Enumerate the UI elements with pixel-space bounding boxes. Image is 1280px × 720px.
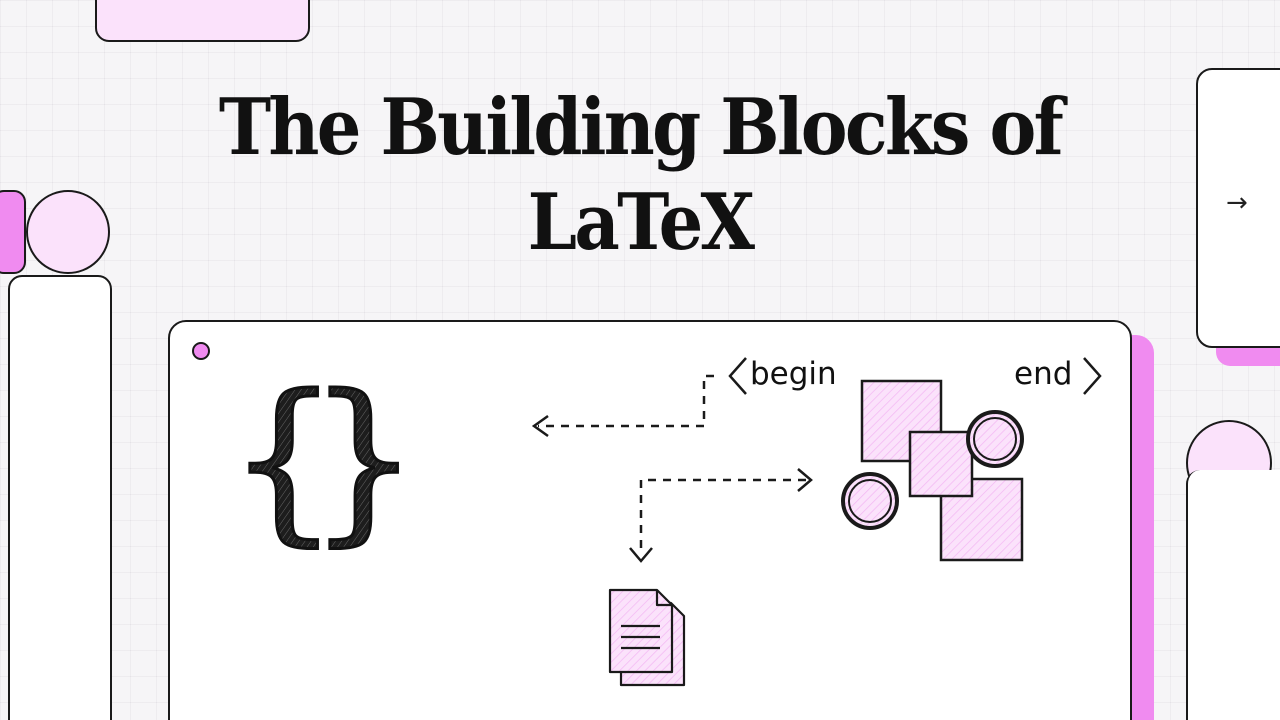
slide-title-line2: LaTeX — [527, 177, 755, 268]
decorative-top-card — [95, 0, 310, 42]
svg-text:}: } — [308, 359, 419, 562]
arrowhead-down — [629, 547, 653, 563]
curly-braces-icon: { } — [227, 358, 421, 564]
arrowhead-left — [531, 414, 549, 438]
card-corner-dot — [192, 342, 210, 360]
slide-title: The Building Blocks of LaTeX — [64, 80, 1216, 270]
svg-text:{: { — [228, 359, 339, 562]
dashed-connector-left — [538, 374, 714, 428]
left-decorative-circle — [26, 190, 110, 274]
left-side-card — [8, 275, 112, 720]
right-side-card: → — [1196, 68, 1280, 348]
end-bracket-icon — [1083, 357, 1102, 395]
begin-bracket-icon — [728, 357, 747, 395]
dashed-connector-right-down — [639, 478, 806, 552]
left-pink-tab — [0, 190, 26, 274]
begin-label: begin — [750, 356, 837, 392]
end-label: end — [1014, 356, 1073, 392]
documents-icon — [608, 588, 686, 687]
right-lower-card — [1186, 470, 1280, 720]
slide-title-line1: The Building Blocks of — [218, 82, 1064, 173]
arrowhead-right — [797, 468, 813, 492]
arrow-right-icon: → — [1226, 188, 1248, 218]
shapes-cluster-icon — [841, 379, 1024, 562]
